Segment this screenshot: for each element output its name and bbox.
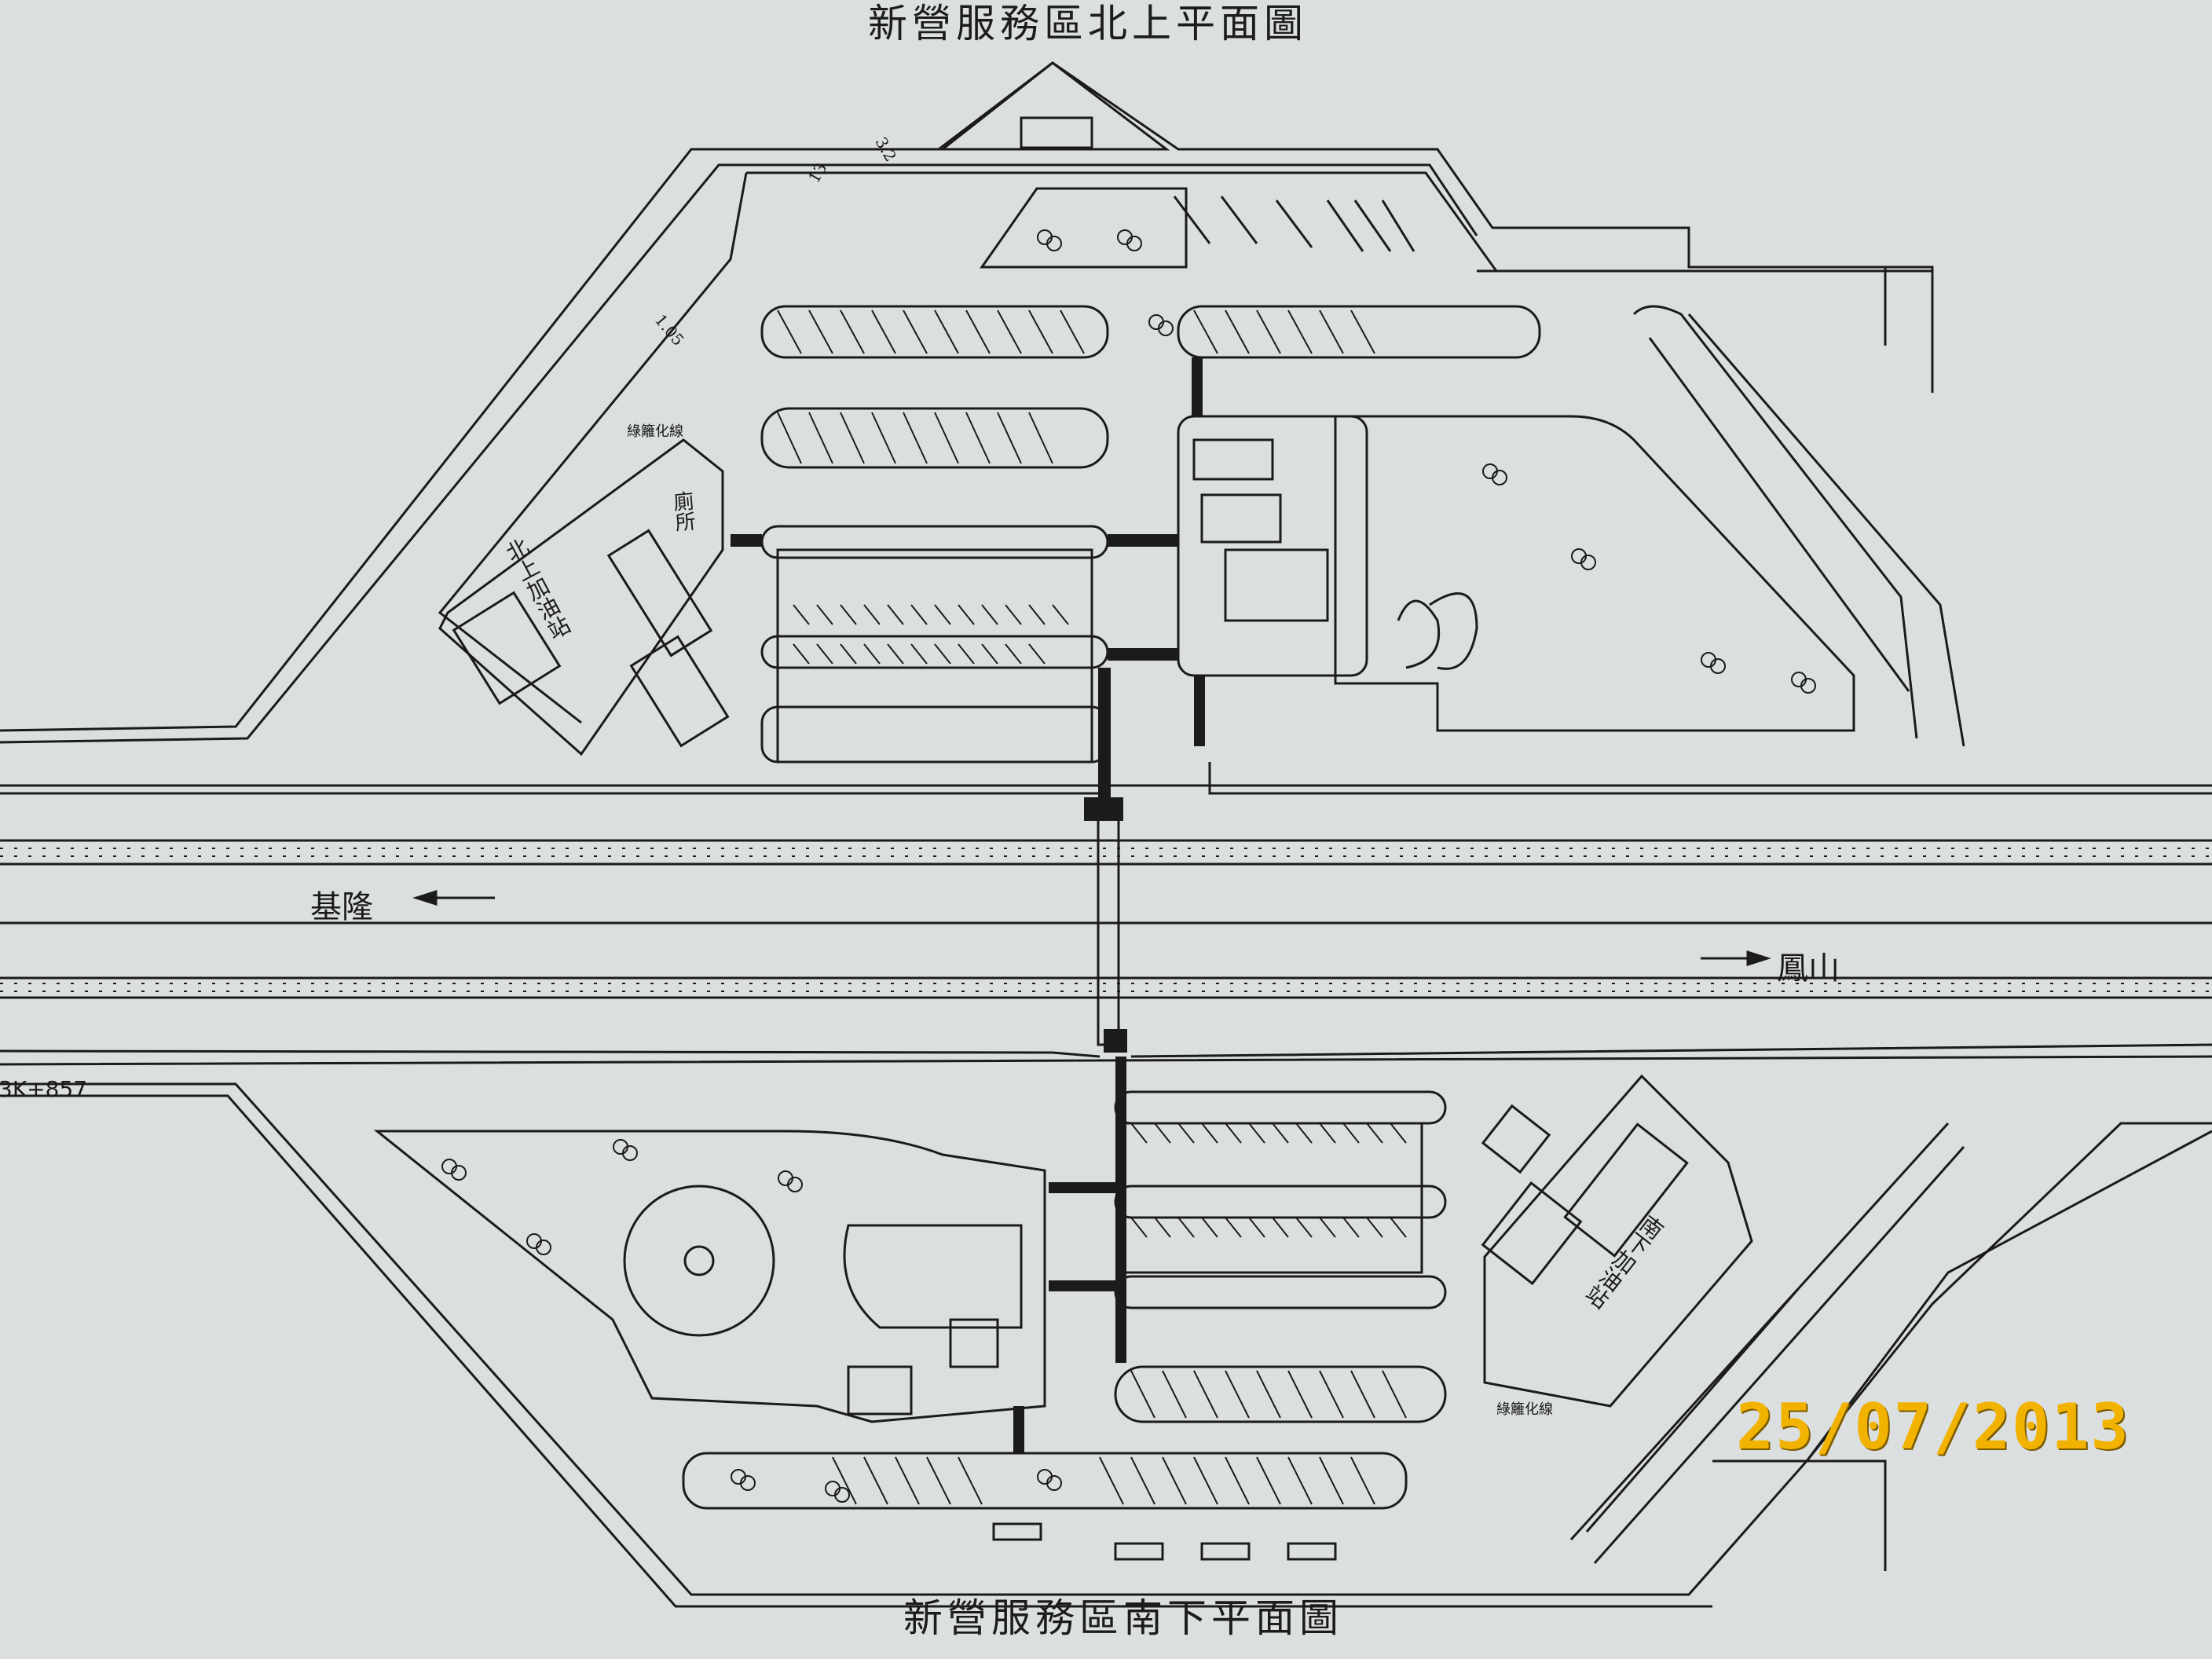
south-gas-station [1483,1074,1753,1408]
photo-date-stamp: 25/07/2013 [1736,1390,2130,1463]
north-island-3 [1177,305,1541,359]
north-car-row-3 [760,705,1109,764]
south-boundary [0,1082,2212,1596]
south-gas-canopy [1563,1122,1689,1258]
south-car-row-3 [1114,1275,1447,1309]
direction-arrows [412,889,1771,967]
north-boundary [0,61,1934,732]
north-building-room3 [1224,548,1329,622]
parking-hatching [777,309,1407,1505]
south-island-1 [1114,1365,1447,1423]
km-marker: 3K+857 [0,1076,88,1102]
trees [441,229,1816,1503]
south-boundary-inner [0,1094,1712,1608]
south-car-row-1 [1114,1090,1447,1125]
south-plaza [373,1130,1046,1423]
north-plan-title: 新營服務區北上平面圖 [868,1,1308,46]
south-island-2 [682,1452,1408,1510]
north-peak-building [939,61,1170,151]
toilet-label: 廁所 [668,489,697,533]
north-inner-lot [438,171,1540,724]
north-parking-triangle [980,187,1188,269]
north-road-edge [0,762,2212,795]
north-bus-bays [1173,196,1415,252]
direction-fengshan-label: 鳳山 [1777,950,1840,987]
north-plaza [1334,415,1855,732]
direction-keelung-label: 基隆 [310,889,373,925]
north-peak-box [1020,116,1093,149]
south-plan-title: 新營服務區南下平面圖 [903,1595,1343,1641]
north-car-row-1 [760,525,1109,559]
walkways [731,357,1205,1453]
north-building-room [1192,438,1274,481]
north-boundary-inner [0,163,1932,744]
north-gas-canopy [452,591,562,705]
highway-rail-hatching [0,848,2212,992]
south-building-room [949,1318,999,1368]
north-island-1 [760,305,1109,359]
north-building-room2 [1200,493,1282,544]
north-island-2 [760,407,1109,469]
pedestrian-bridge [1097,808,1120,1046]
south-road-edge [0,1043,2212,1066]
south-entry-ramp [1569,1122,1965,1564]
north-green-belt-label: 綠籬化線 [627,423,683,440]
north-pond [1397,599,1441,669]
south-service-building [843,1224,1023,1329]
south-green-belt-label: 綠籬化線 [1496,1401,1553,1418]
south-fountain [683,1245,715,1276]
north-car-block [776,548,1093,764]
south-car-block [1122,1122,1423,1274]
north-car-row-2 [760,635,1109,669]
north-gas-station [438,438,724,756]
south-car-row-2 [1114,1185,1447,1219]
south-fountain-circle [623,1185,775,1337]
north-exit-ramp [1632,305,1965,747]
